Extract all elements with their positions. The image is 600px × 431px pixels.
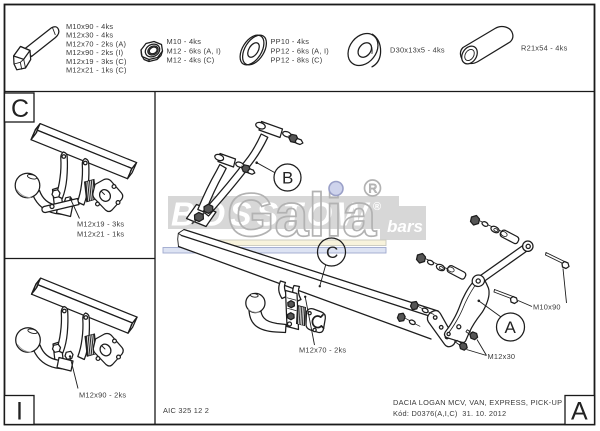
svg-text:B: B (282, 169, 293, 188)
svg-text:®: ® (373, 201, 381, 213)
svg-text:bars: bars (387, 217, 423, 236)
svg-text:M12x21 - 1ks: M12x21 - 1ks (77, 229, 124, 238)
svg-text:DACIA LOGAN MCV, VAN, EXPRESS,: DACIA LOGAN MCV, VAN, EXPRESS, PICK-UP (393, 398, 562, 407)
svg-text:M12x30 - 4ks: M12x30 - 4ks (66, 31, 113, 40)
svg-text:Kód: D0376(A,I,C) 31. 10. 201: Kód: D0376(A,I,C) 31. 10. 2012 (393, 409, 506, 418)
svg-text:M12x21 - 1ks (C): M12x21 - 1ks (C) (66, 66, 127, 75)
svg-text:M12x70 - 2ks: M12x70 - 2ks (299, 346, 346, 355)
svg-text:AIC 325 12 2: AIC 325 12 2 (163, 406, 209, 415)
svg-text:M12x90 - 2ks: M12x90 - 2ks (79, 391, 126, 400)
svg-text:M12x70 - 2ks (A): M12x70 - 2ks (A) (66, 39, 126, 48)
svg-text:Galia: Galia (227, 181, 377, 249)
svg-text:M12x19 - 3ks (C): M12x19 - 3ks (C) (66, 57, 127, 66)
svg-text:M12 - 6ks (A, I): M12 - 6ks (A, I) (167, 46, 222, 55)
svg-text:C: C (11, 95, 29, 123)
svg-text:I: I (16, 398, 23, 426)
svg-text:M10x90: M10x90 (533, 303, 561, 312)
svg-text:M12x90 - 2ks (I): M12x90 - 2ks (I) (66, 48, 123, 57)
svg-text:C: C (326, 243, 338, 262)
svg-text:A: A (505, 318, 517, 337)
svg-text:PP10 - 4ks: PP10 - 4ks (271, 37, 310, 46)
svg-text:PP12 - 6ks (A, I): PP12 - 6ks (A, I) (271, 46, 329, 55)
svg-text:M12 - 4ks (C): M12 - 4ks (C) (167, 56, 215, 65)
svg-text:A: A (571, 398, 588, 426)
svg-text:M12x30: M12x30 (488, 352, 516, 361)
svg-text:M10 - 4ks: M10 - 4ks (167, 37, 202, 46)
svg-text:R21x54 - 4ks: R21x54 - 4ks (521, 44, 568, 53)
svg-text:PP12 - 8ks (C): PP12 - 8ks (C) (271, 56, 323, 65)
svg-text:M12x19 - 3ks: M12x19 - 3ks (77, 220, 124, 229)
svg-text:R: R (369, 182, 378, 196)
svg-text:D30x13x5 - 4ks: D30x13x5 - 4ks (390, 46, 445, 55)
svg-text:M10x90 - 4ks: M10x90 - 4ks (66, 22, 113, 31)
